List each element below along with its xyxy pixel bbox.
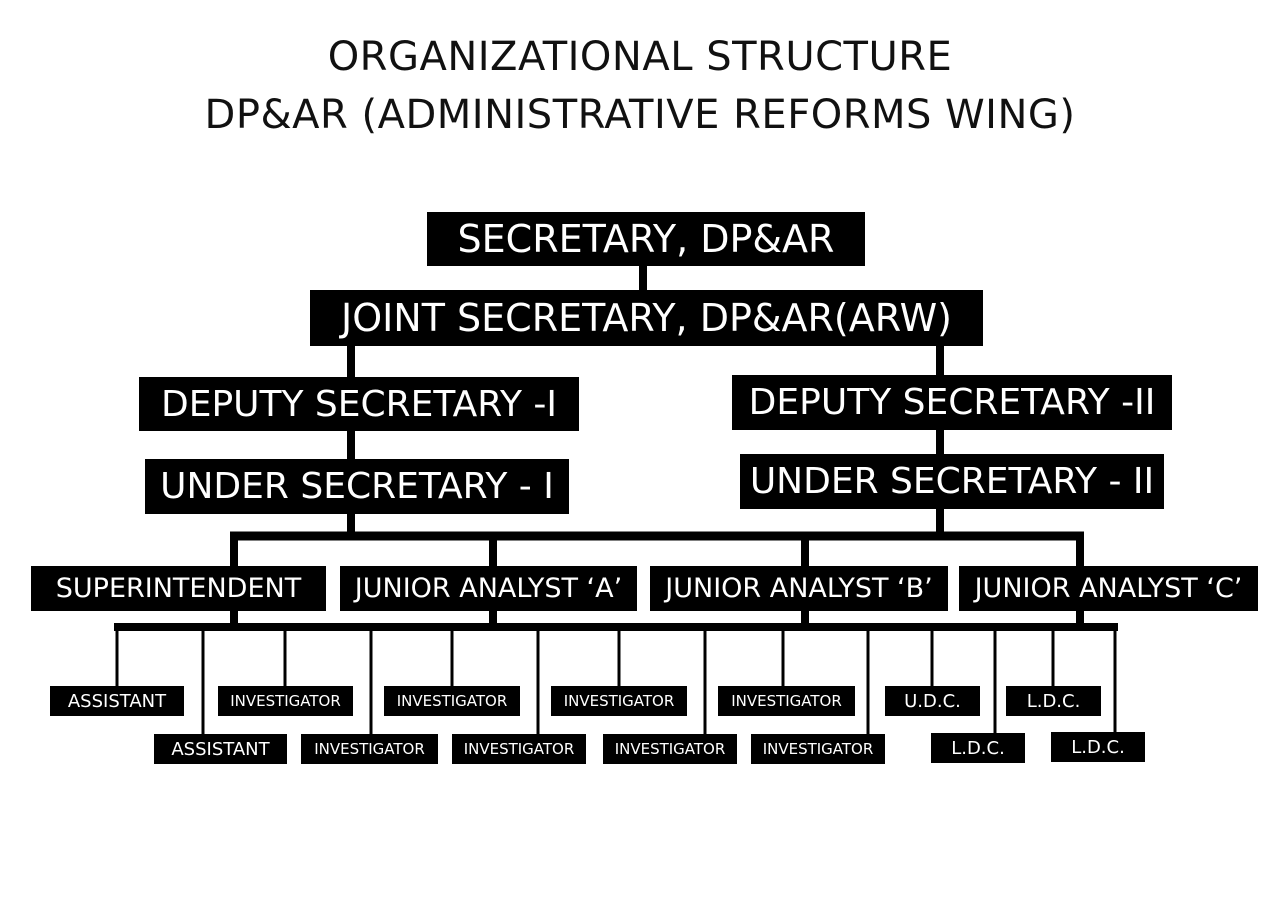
node-staff-udc: U.D.C. [885, 686, 980, 716]
node-junior-analyst-b: JUNIOR ANALYST ‘B’ [650, 566, 948, 611]
node-staff-assistant-1: ASSISTANT [50, 686, 184, 716]
node-staff-ldc-2: L.D.C. [1006, 686, 1101, 716]
node-staff-ldc-3: L.D.C. [1051, 732, 1145, 762]
node-junior-analyst-c: JUNIOR ANALYST ‘C’ [959, 566, 1258, 611]
title-line-2: DP&AR (ADMINISTRATIVE REFORMS WING) [204, 92, 1076, 138]
title-line-1: ORGANIZATIONAL STRUCTURE [327, 34, 953, 80]
node-deputy-secretary-1: DEPUTY SECRETARY -I [139, 377, 579, 431]
node-staff-investigator-2: INVESTIGATOR [301, 734, 438, 764]
node-staff-investigator-8: INVESTIGATOR [751, 734, 885, 764]
node-secretary: SECRETARY, DP&AR [427, 212, 865, 266]
node-staff-investigator-1: INVESTIGATOR [218, 686, 353, 716]
node-junior-analyst-a: JUNIOR ANALYST ‘A’ [340, 566, 637, 611]
node-deputy-secretary-2: DEPUTY SECRETARY -II [732, 375, 1172, 430]
node-staff-assistant-2: ASSISTANT [154, 734, 287, 764]
node-staff-investigator-4: INVESTIGATOR [452, 734, 586, 764]
node-staff-investigator-6: INVESTIGATOR [603, 734, 737, 764]
node-staff-investigator-5: INVESTIGATOR [551, 686, 687, 716]
node-joint-secretary: JOINT SECRETARY, DP&AR(ARW) [310, 290, 983, 346]
node-staff-investigator-3: INVESTIGATOR [384, 686, 520, 716]
diagram-title: ORGANIZATIONAL STRUCTURE DP&AR (ADMINIST… [0, 28, 1280, 144]
node-staff-ldc-1: L.D.C. [931, 733, 1025, 763]
node-under-secretary-1: UNDER SECRETARY - I [145, 459, 569, 514]
node-under-secretary-2: UNDER SECRETARY - II [740, 454, 1164, 509]
node-superintendent: SUPERINTENDENT [31, 566, 326, 611]
node-staff-investigator-7: INVESTIGATOR [718, 686, 855, 716]
